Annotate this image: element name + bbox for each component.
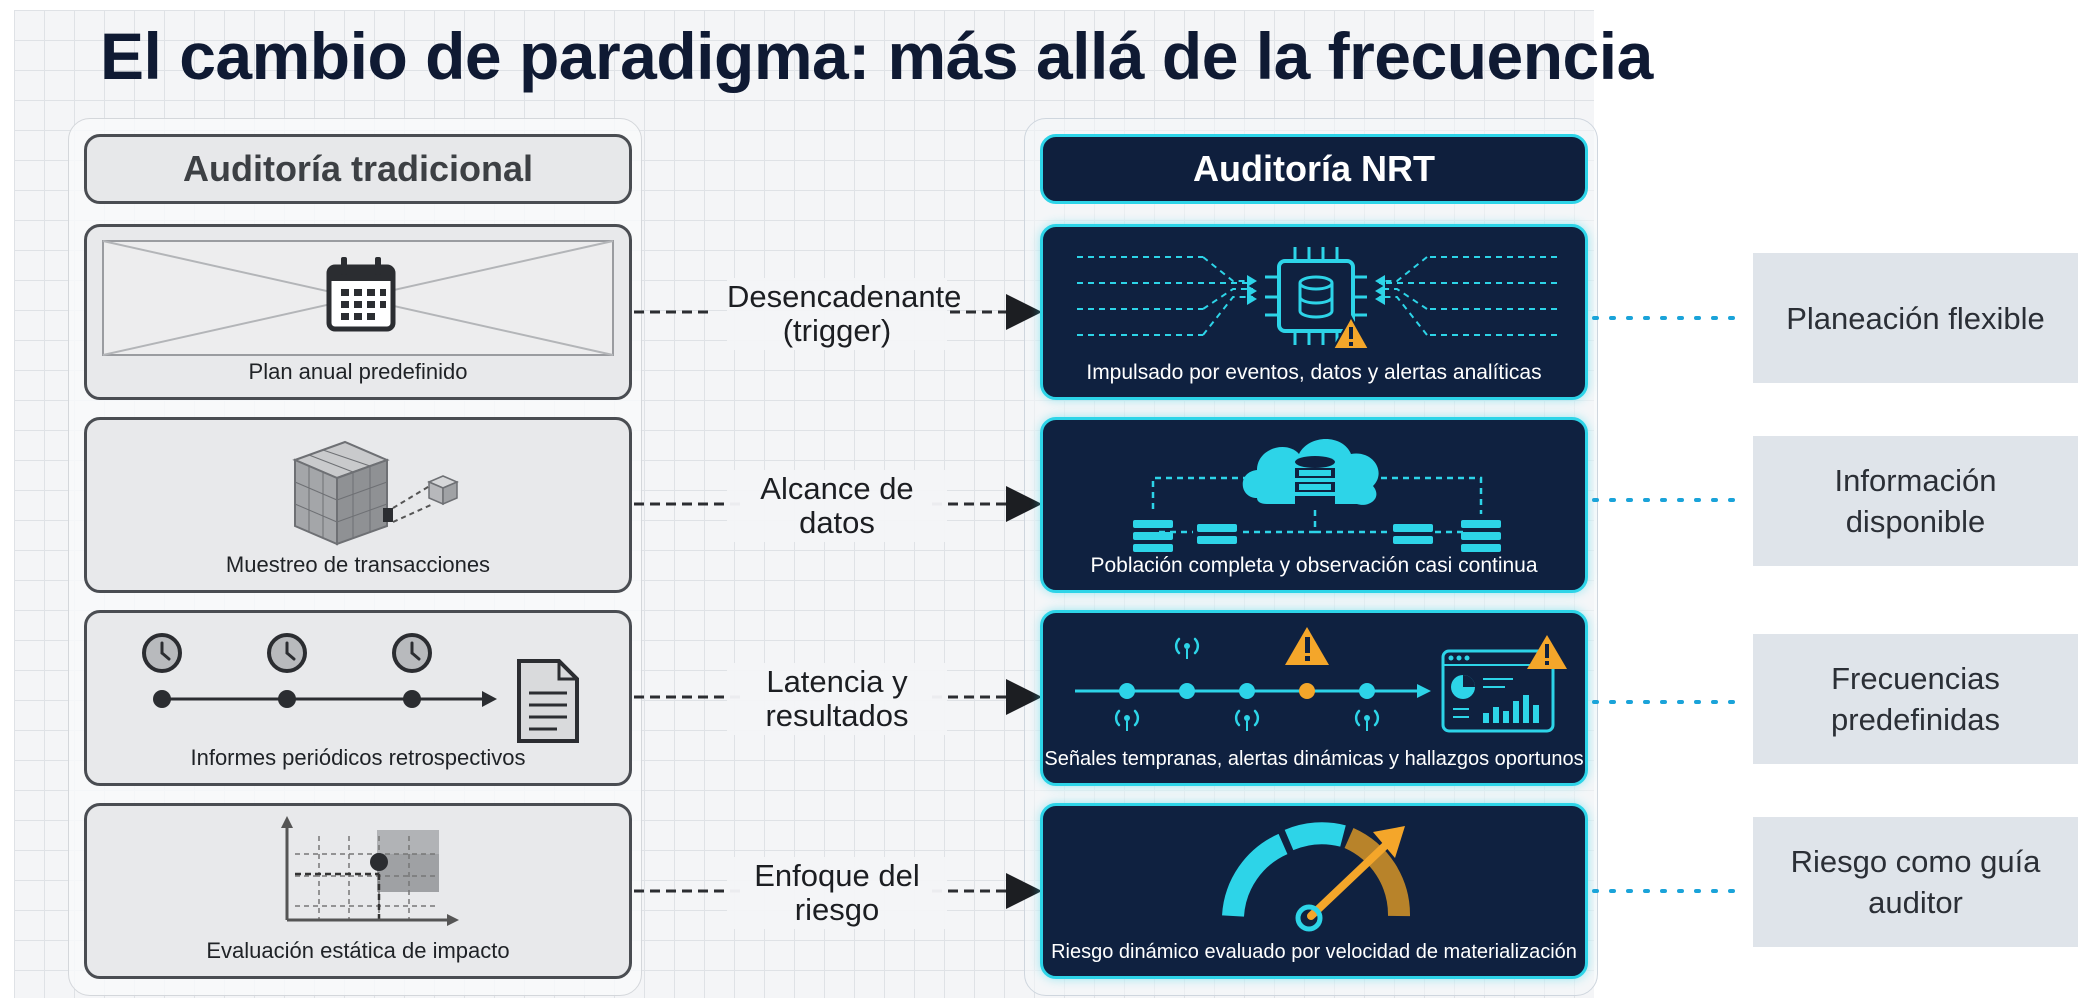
calendar-icon xyxy=(102,240,614,356)
risk-gauge-icon xyxy=(1222,822,1411,932)
nrt-card-risk: Riesgo dinámico evaluado por velocidad d… xyxy=(1040,803,1588,979)
traditional-caption-2: Muestreo de transacciones xyxy=(225,552,491,577)
signal-timeline-dashboard-icon xyxy=(1075,627,1567,733)
impact-matrix-icon xyxy=(281,816,459,926)
benefit-box-2: Información disponible xyxy=(1753,436,2078,566)
criterion-label-2: Alcance de datos xyxy=(727,470,947,542)
traditional-card-scope: Muestreo de transacciones xyxy=(84,417,632,593)
benefit-box-4: Riesgo como guía auditor xyxy=(1753,817,2078,947)
nrt-card-scope: Población completa y observación casi co… xyxy=(1040,417,1588,593)
traditional-caption-3: Informes periódicos retrospectivos xyxy=(190,745,526,770)
cloud-database-icon xyxy=(1133,439,1501,552)
nrt-caption-3: Señales tempranas, alertas dinámicas y h… xyxy=(1044,748,1584,770)
traditional-header: Auditoría tradicional xyxy=(84,134,632,204)
nrt-caption-1: Impulsado por eventos, datos y alertas a… xyxy=(1086,361,1542,384)
nrt-caption-2: Población completa y observación casi co… xyxy=(1090,554,1538,577)
criterion-label-3: Latencia y resultados xyxy=(727,663,947,735)
benefit-box-1: Planeación flexible xyxy=(1753,253,2078,383)
criterion-label-1: Desencadenante (trigger) xyxy=(727,278,962,350)
nrt-card-latency: Señales tempranas, alertas dinámicas y h… xyxy=(1040,610,1588,786)
traditional-caption-1: Plan anual predefinido xyxy=(248,359,468,384)
benefit-box-3: Frecuencias predefinidas xyxy=(1753,634,2078,764)
traditional-caption-4: Evaluación estática de impacto xyxy=(206,938,510,963)
criterion-label-4: Enfoque del riesgo xyxy=(727,857,947,929)
database-chip-warning-icon xyxy=(1077,247,1557,350)
traditional-card-trigger: Plan anual predefinido xyxy=(84,224,632,400)
nrt-header: Auditoría NRT xyxy=(1040,134,1588,204)
traditional-card-risk: Evaluación estática de impacto xyxy=(84,803,632,979)
nrt-caption-4: Riesgo dinámico evaluado por velocidad d… xyxy=(1051,941,1577,963)
page-title: El cambio de paradigma: más allá de la f… xyxy=(100,19,1653,93)
clock-timeline-report-icon xyxy=(142,633,579,743)
nrt-card-trigger: Impulsado por eventos, datos y alertas a… xyxy=(1040,224,1588,400)
traditional-card-latency: Informes periódicos retrospectivos xyxy=(84,610,632,786)
data-cube-icon xyxy=(292,440,459,546)
